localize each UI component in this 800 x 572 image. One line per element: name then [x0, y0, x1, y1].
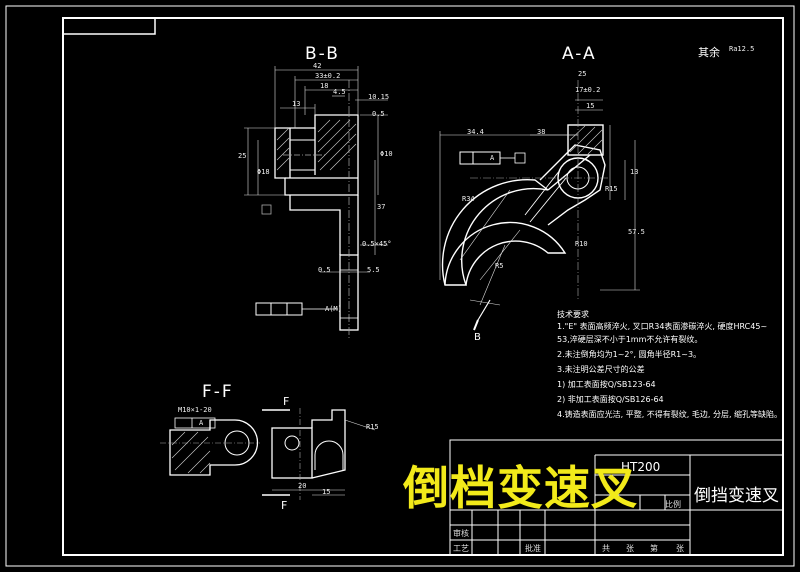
tolerance-frame-bb: A(M): [325, 305, 342, 313]
tech-req-item: 4.铸造表面应光洁, 平整, 不得有裂纹, 毛边, 分层, 缩孔等缺陷。: [557, 410, 783, 419]
dim-ff-1: R15: [366, 423, 379, 431]
tech-req-item: 2.未注倒角均为1~2°, 圆角半径R1~3。: [557, 350, 702, 359]
dim-bb-10: 37: [377, 203, 386, 211]
part-name: 倒挡变速叉: [694, 486, 779, 506]
tech-req-item: 1) 加工表面按Q/SB123-64: [557, 380, 656, 389]
dim-aa-10: 13: [630, 168, 639, 176]
dim-bb-13: 0.5: [318, 266, 331, 274]
dim-aa-8: R5: [495, 262, 504, 270]
dim-bb-11: 0.5×45°: [362, 240, 392, 248]
ratio-label: 比例: [665, 500, 681, 509]
dim-bb-5: 10.15: [368, 93, 390, 101]
section-f-top-label: F: [283, 395, 290, 408]
title-block: [449, 439, 784, 556]
dim-bb-12: 5.5: [367, 266, 380, 274]
dim-bb-7: 25: [238, 152, 247, 160]
tolerance-frame-aa: A: [490, 154, 495, 162]
sheet-unit-label: 张: [626, 544, 634, 553]
dim-aa-1: 17±0.2: [575, 86, 601, 94]
corner-code-box: [62, 17, 156, 35]
dim-ff-3: 15: [322, 488, 331, 496]
tech-req-item: 1."E" 表面高频淬火, 叉口R34表面渗碳淬火, 硬度HRC45~: [557, 322, 768, 331]
section-a-a: [439, 80, 640, 331]
material-label: HT200: [621, 460, 661, 474]
dim-bb-2: 18: [320, 82, 329, 90]
dim-aa-7: R10: [575, 240, 588, 248]
dim-bb-8: Φ18: [257, 168, 270, 176]
dim-aa-6: R15: [605, 185, 618, 193]
dim-bb-9: Φ10: [380, 150, 393, 158]
overlay-title: 倒档变速叉: [403, 461, 638, 515]
dim-ff-2: 20: [298, 482, 307, 490]
tech-req-item: 2) 非加工表面按Q/SB126-64: [557, 395, 664, 404]
dim-aa-2: 15: [586, 102, 595, 110]
dim-bb-6: 0.5: [372, 110, 385, 118]
dim-aa-9: 57.5: [628, 228, 645, 236]
sheet-no-label: 第: [650, 544, 658, 553]
outer-frame: [5, 5, 795, 567]
tech-req-item: 3.未注明公差尺寸的公差: [557, 365, 645, 374]
dim-bb-3: 13: [292, 100, 301, 108]
roughness-symbol-icon: Ra12.5: [729, 45, 755, 53]
dim-ff-0: M10×1-20: [178, 406, 212, 414]
roughness-note: 其余: [698, 46, 720, 59]
dim-aa-4: 34.4: [467, 128, 484, 136]
dim-bb-1: 33±0.2: [315, 72, 341, 80]
section-f-bottom-label: F: [281, 499, 288, 512]
sheet-unit-2-label: 张: [676, 544, 684, 553]
b-b-title: B-B: [305, 44, 340, 64]
tech-req-item: 53,淬硬层深不小于1mm不允许有裂纹。: [557, 335, 703, 344]
tech-req-heading: 技术要求: [557, 310, 589, 319]
process-label: 工艺: [453, 544, 469, 553]
total-sheets-label: 共: [602, 544, 610, 553]
dim-bb-4: 4.5: [333, 88, 346, 96]
dim-aa-5: R34: [462, 195, 475, 203]
dim-ff-datum: A: [199, 419, 204, 427]
dim-bb-0: 42: [313, 62, 322, 70]
section-f-f: [160, 408, 376, 500]
section-b-b: [244, 66, 388, 340]
f-f-title: F-F: [202, 382, 234, 402]
section-b-label: B: [474, 332, 481, 343]
dim-aa-3: 38: [537, 128, 546, 136]
dim-aa-0: 25: [578, 70, 587, 78]
a-a-title: A-A: [562, 44, 597, 64]
approve-label: 批准: [525, 544, 541, 553]
inner-frame: [62, 17, 784, 556]
review-label: 审核: [453, 529, 469, 538]
